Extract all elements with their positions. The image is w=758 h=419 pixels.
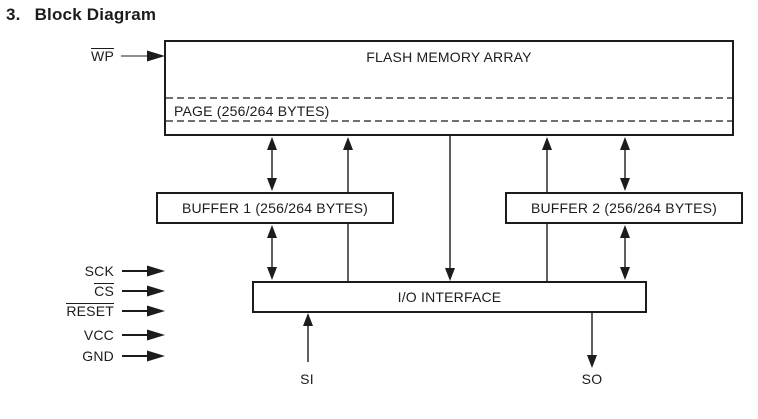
so-pin-label: SO (581, 371, 603, 387)
buffer2-flash-up-arrow (542, 137, 552, 193)
reset-pin-text: RESET (66, 303, 114, 319)
sck-pin-label: SCK (85, 263, 114, 279)
wp-arrow (121, 50, 165, 62)
reset-arrow (122, 305, 165, 317)
buffer2-io-double-arrow (620, 225, 630, 280)
flash-buffer1-double-arrow (267, 137, 277, 191)
gnd-pin-text: GND (82, 348, 114, 364)
gnd-pin-label: GND (82, 348, 114, 364)
io-interface-box: I/O INTERFACE (252, 281, 647, 313)
reset-pin-label: RESET (66, 303, 114, 319)
buffer1-flash-up-arrow (343, 137, 353, 193)
gnd-arrow (122, 350, 165, 362)
cs-arrow (122, 285, 165, 297)
vcc-arrow (122, 329, 165, 341)
buffer1-io-double-arrow (267, 225, 277, 280)
wp-pin-text: WP (91, 48, 114, 64)
buffer1-label: BUFFER 1 (256/264 BYTES) (181, 200, 369, 216)
buffer2-label: BUFFER 2 (256/264 BYTES) (530, 200, 718, 216)
vcc-pin-label: VCC (84, 327, 114, 343)
cs-pin-label: CS (94, 283, 114, 299)
section-title-text: Block Diagram (34, 5, 157, 24)
so-arrow (587, 313, 597, 368)
section-title: 3. Block Diagram (6, 5, 156, 25)
buffer1-box: BUFFER 1 (256/264 BYTES) (156, 192, 394, 224)
io-interface-label: I/O INTERFACE (397, 289, 502, 305)
buffer2-box: BUFFER 2 (256/264 BYTES) (505, 192, 743, 224)
wp-pin-label: WP (91, 48, 114, 64)
flash-memory-array-box: FLASH MEMORY ARRAY PAGE (256/264 BYTES) (164, 40, 734, 136)
flash-io-down-arrow (445, 136, 455, 281)
flash-memory-array-label: FLASH MEMORY ARRAY (366, 49, 532, 65)
si-pin-label: SI (300, 371, 314, 387)
vcc-pin-text: VCC (83, 327, 114, 343)
sck-arrow (122, 265, 165, 277)
sck-pin-text: SCK (84, 263, 114, 279)
si-arrow (303, 313, 313, 362)
flash-buffer2-double-arrow (620, 137, 630, 191)
page-region-label: PAGE (256/264 BYTES) (174, 103, 330, 119)
cs-pin-text: CS (94, 283, 114, 299)
section-number: 3. (6, 5, 21, 24)
